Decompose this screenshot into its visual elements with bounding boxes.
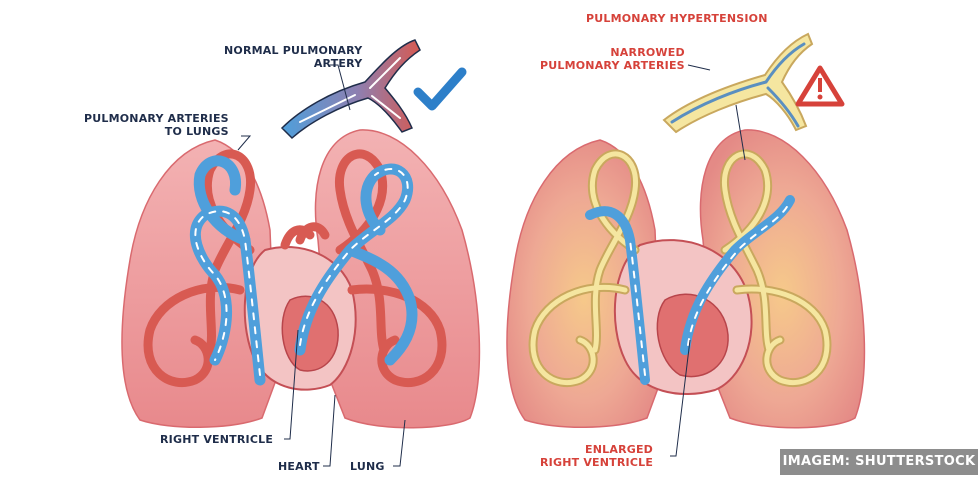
label-narrowed-line1: NARROWED bbox=[610, 46, 685, 59]
label-normal-artery-line1: NORMAL PULMONARY bbox=[224, 44, 363, 57]
left-lung bbox=[121, 139, 277, 428]
label-arteries-to-lungs-line1: PULMONARY ARTERIES bbox=[84, 112, 229, 125]
label-hypertension-title: PULMONARY HYPERTENSION bbox=[586, 12, 768, 25]
normal-lungs-group bbox=[121, 39, 481, 429]
label-enlarged-line1: ENLARGED bbox=[585, 443, 654, 456]
label-heart: HEART bbox=[278, 460, 320, 473]
watermark-credit: IMAGEM: SHUTTERSTOCK bbox=[780, 449, 978, 475]
label-narrowed-arteries: NARROWED PULMONARY ARTERIES bbox=[540, 46, 685, 72]
label-enlarged-ventricle: ENLARGED RIGHT VENTRICLE bbox=[540, 443, 653, 469]
label-right-ventricle: RIGHT VENTRICLE bbox=[160, 433, 274, 446]
label-arteries-to-lungs-line2: TO LUNGS bbox=[164, 125, 229, 138]
warning-triangle-icon bbox=[795, 65, 845, 107]
label-normal-artery-line2: ARTERY bbox=[313, 57, 363, 70]
label-lung: LUNG bbox=[350, 460, 385, 473]
label-enlarged-line2: RIGHT VENTRICLE bbox=[540, 456, 654, 469]
narrowed-artery bbox=[662, 32, 814, 134]
checkmark-icon bbox=[413, 67, 467, 111]
hypertension-lungs-group bbox=[506, 32, 866, 429]
label-arteries-to-lungs: PULMONARY ARTERIES TO LUNGS bbox=[84, 112, 229, 138]
label-normal-artery: NORMAL PULMONARY ARTERY bbox=[224, 44, 362, 70]
label-narrowed-line2: PULMONARY ARTERIES bbox=[540, 59, 685, 72]
